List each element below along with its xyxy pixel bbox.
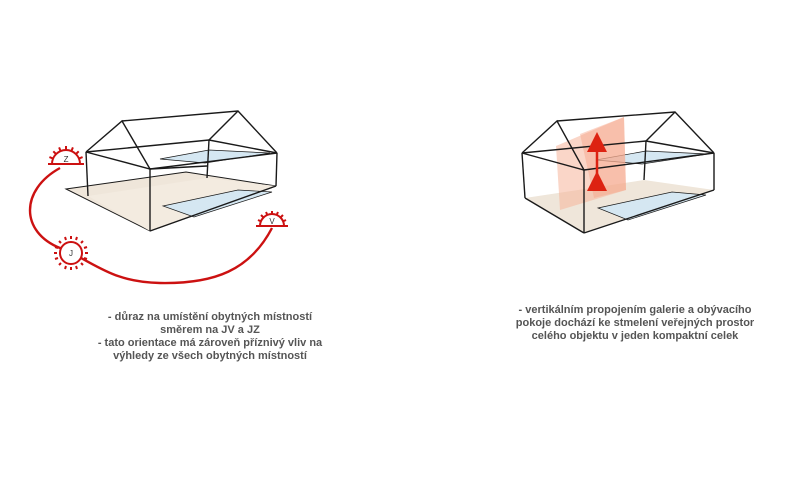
left-house-diagram: Z J V (28, 110, 288, 285)
sun-path-curve (28, 166, 274, 285)
sun-marker-east: V (256, 211, 288, 227)
right-caption: - vertikálním propojením galerie a obýva… (490, 304, 780, 343)
right-house-diagram (521, 111, 715, 234)
left-caption-line: výhledy ze všech obytných místností (113, 350, 307, 362)
left-caption-line: směrem na JV a JZ (160, 324, 260, 336)
sun-label-z: Z (64, 155, 69, 164)
sun-marker-west: Z (48, 146, 84, 165)
right-caption-line: - vertikálním propojením galerie a obýva… (518, 304, 752, 316)
right-house-wireframe (521, 111, 715, 234)
sun-marker-south: J (54, 236, 88, 270)
right-floor-glazing (596, 191, 707, 221)
sun-label-j: J (69, 249, 73, 258)
left-caption-line: - tato orientace má zároveň příznivý vli… (97, 337, 323, 349)
right-caption-line: celého objektu v jeden kompaktní celek (531, 330, 739, 342)
sun-label-v: V (269, 217, 275, 226)
left-gallery-glazing (159, 149, 271, 164)
left-caption-line: - důraz na umístění obytných místností (107, 311, 313, 323)
left-caption: - důraz na umístění obytných místností s… (70, 311, 350, 363)
left-house-wireframe (85, 110, 278, 232)
right-caption-line: pokoje dochází ke stmelení veřejných pro… (515, 317, 755, 329)
